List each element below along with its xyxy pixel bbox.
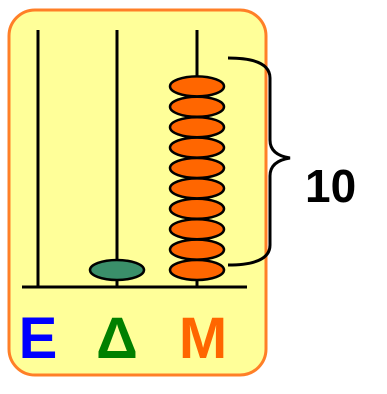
column-label-e: E xyxy=(19,306,58,371)
m-bead xyxy=(170,117,224,137)
m-bead xyxy=(170,158,224,178)
m-bead xyxy=(170,199,224,219)
delta-bead xyxy=(90,260,144,280)
m-bead xyxy=(170,178,224,198)
m-bead xyxy=(170,260,224,280)
bead-count-label: 10 xyxy=(305,160,356,212)
m-bead xyxy=(170,138,224,158)
m-bead xyxy=(170,76,224,96)
column-label-delta: Δ xyxy=(96,306,138,371)
m-bead xyxy=(170,97,224,117)
beads-delta-column xyxy=(90,260,144,280)
m-bead xyxy=(170,219,224,239)
column-label-m: M xyxy=(179,306,227,371)
m-bead xyxy=(170,240,224,260)
